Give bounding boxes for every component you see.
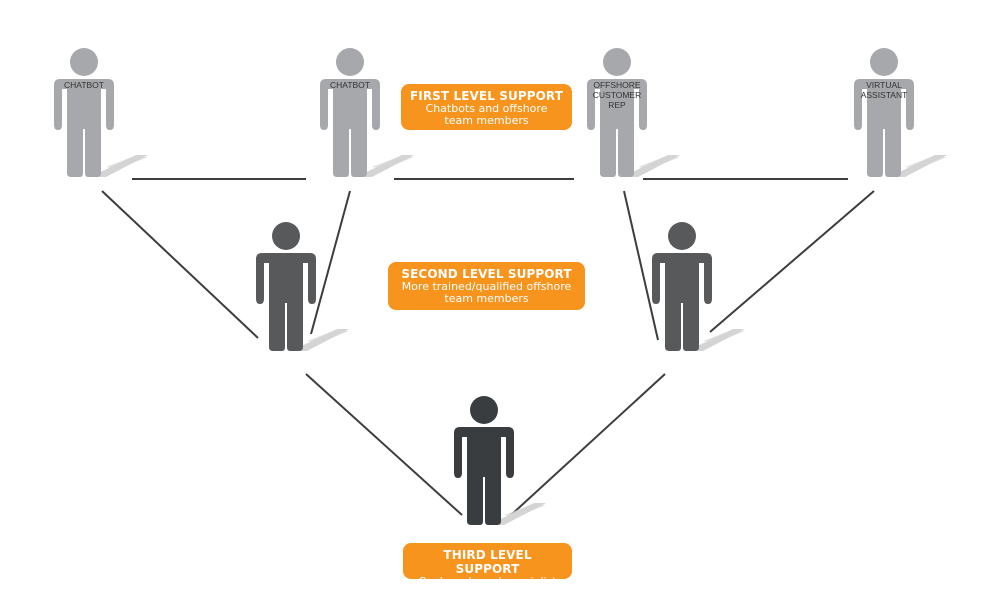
- first-level-title: FIRST LEVEL SUPPORT: [409, 89, 564, 103]
- figure-shadows: [90, 155, 947, 525]
- person-icon-second-level-right: [652, 222, 712, 351]
- figure-label-chatbot-2: CHATBOT: [318, 80, 382, 90]
- figure-label-line: REP: [608, 100, 626, 110]
- figure-label-chatbot-1: CHATBOT: [52, 80, 116, 90]
- figure-label-line: CHATBOT: [330, 80, 370, 90]
- person-icon-third-level: [454, 396, 514, 525]
- third-level-description: Onshore-based specialist: [418, 575, 557, 588]
- connector-line: [709, 190, 875, 333]
- figure-label-offshore-customer-rep: OFFSHORE CUSTOMER REP: [585, 80, 649, 110]
- connector-line: [310, 190, 351, 335]
- person-icon-chatbot-1: [54, 48, 114, 177]
- figure-label-line: CUSTOMER: [592, 90, 642, 100]
- connector-line: [101, 190, 259, 339]
- person-icon-offshore-customer-rep: [587, 48, 647, 177]
- figure-label-line: VIRTUAL: [866, 80, 902, 90]
- first-level-description: Chatbots and offshore team members: [425, 102, 548, 127]
- connector-line: [510, 373, 666, 516]
- connector-lines: [101, 178, 875, 516]
- third-level-title: THIRD LEVEL SUPPORT: [443, 548, 532, 576]
- figure-label-line: CHATBOT: [64, 80, 104, 90]
- person-icon-second-level-left: [256, 222, 316, 351]
- first-level-support-box: FIRST LEVEL SUPPORT Chatbots and offshor…: [401, 84, 572, 130]
- connector-line: [305, 373, 463, 516]
- connector-line: [623, 190, 659, 341]
- second-level-support-box: SECOND LEVEL SUPPORT More trained/qualif…: [388, 262, 585, 310]
- figure-label-virtual-assistant: VIRTUAL ASSISTANT: [852, 80, 916, 100]
- third-level-support-box: THIRD LEVEL SUPPORT Onshore-based specia…: [403, 543, 572, 588]
- second-level-description: More trained/qualified offshore team mem…: [401, 280, 572, 305]
- second-level-title: SECOND LEVEL SUPPORT: [401, 267, 572, 281]
- figure-label-line: ASSISTANT: [860, 90, 908, 100]
- person-icon-virtual-assistant: [854, 48, 914, 177]
- figure-label-line: OFFSHORE: [593, 80, 641, 90]
- person-icon-chatbot-2: [320, 48, 380, 177]
